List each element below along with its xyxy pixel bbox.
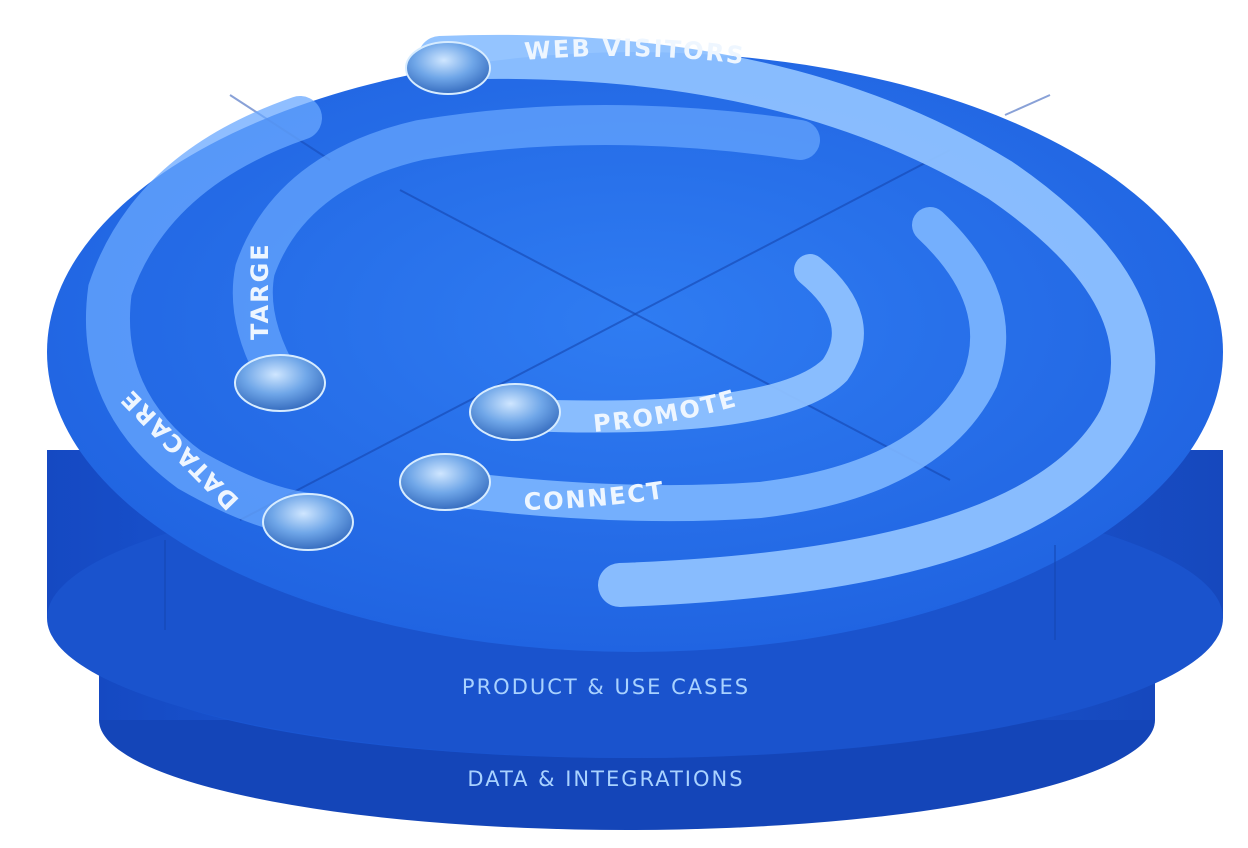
ring-bands	[85, 34, 1156, 607]
band-promote	[504, 254, 864, 433]
bubble-web-visitors	[405, 41, 491, 95]
band-connect	[427, 207, 1007, 522]
layer-label-data: DATA & INTEGRATIONS	[467, 767, 744, 791]
bubble-target	[234, 354, 326, 412]
band-web-visitors	[418, 34, 1156, 607]
bubble-datacare	[262, 493, 354, 551]
bubble-promote	[469, 383, 561, 441]
layer-label-product: PRODUCT & USE CASES	[462, 675, 750, 699]
bubbles	[234, 41, 561, 551]
bubble-connect	[399, 453, 491, 511]
band-datacare	[85, 96, 332, 537]
band-target	[232, 105, 820, 400]
